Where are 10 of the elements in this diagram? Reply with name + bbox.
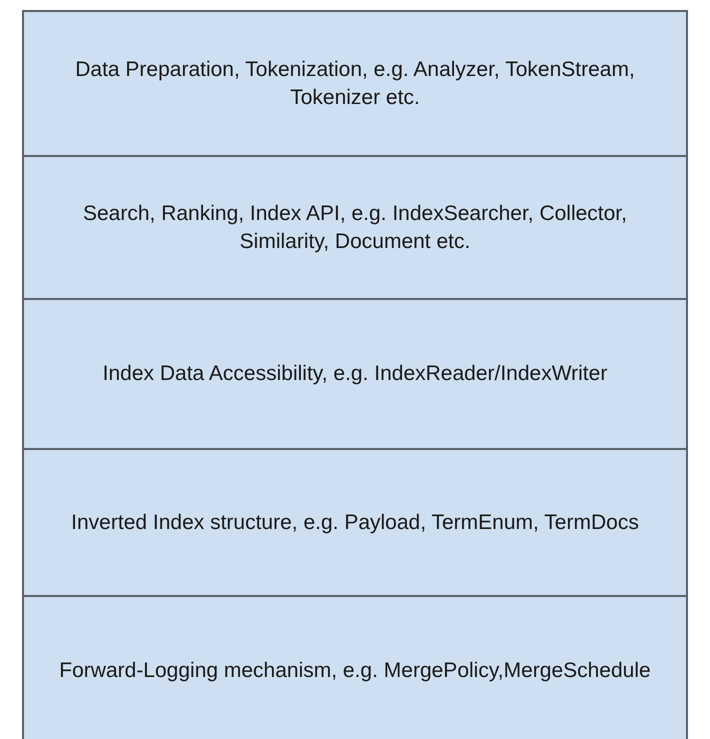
layer-text: Inverted Index structure, e.g. Payload, TermEnum, TermDocs xyxy=(71,510,639,536)
layer-band xyxy=(22,155,688,300)
layer-band xyxy=(22,298,688,450)
layer-text: Data Preparation, Tokenization, e.g. Analyzer, TokenStream, Tokenizer etc. xyxy=(74,56,636,110)
layer-text: Index Data Accessibility, e.g. IndexReader/IndexWriter xyxy=(102,361,608,387)
layer-text: Search, Ranking, Index API, e.g. IndexSearcher, Collector, Similarity, Document etc. xyxy=(82,200,628,254)
layer-band xyxy=(22,10,688,157)
layer-band xyxy=(22,448,688,597)
layer-band xyxy=(22,595,688,739)
layer-text: Forward-Logging mechanism, e.g. MergePolicy,MergeSchedule xyxy=(59,658,651,684)
